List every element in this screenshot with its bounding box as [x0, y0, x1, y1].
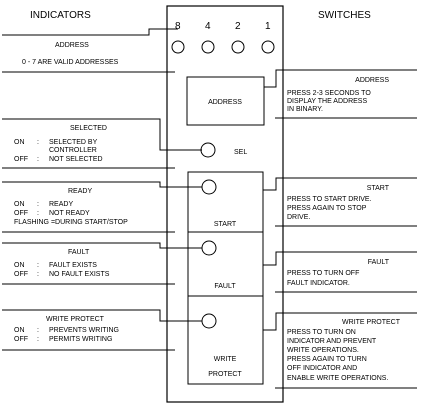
start-button[interactable] [187, 171, 264, 233]
write-protect-off-value: PERMITS WRITING [49, 336, 112, 343]
write-protect-indicator-title: WRITE PROTECT [46, 316, 105, 323]
fault-button[interactable] [187, 231, 264, 297]
fault-off-value: NO FAULT EXISTS [49, 271, 110, 278]
address-indicator-desc: 0 - 7 ARE VALID ADDRESSES [22, 59, 119, 66]
fault-indicator-leader [2, 242, 202, 249]
address-switch-line1: PRESS 2-3 SECONDS TO [287, 90, 371, 97]
ready-indicator-leader [2, 181, 202, 188]
address-bit-2-led [231, 40, 245, 54]
start-switch-line3: DRIVE. [287, 214, 310, 221]
fault-switch-line2: FAULT INDICATOR. [287, 280, 350, 287]
write-protect-on-key: ON [14, 327, 25, 334]
write-protect-off-key: OFF [14, 336, 28, 343]
selected-on-value-line1: SELECTED BY [49, 139, 98, 146]
address-bit-1-led [261, 40, 275, 54]
ready-led [201, 179, 217, 195]
address-button[interactable] [186, 76, 265, 126]
write-protect-on-value: PREVENTS WRITING [49, 327, 119, 334]
selected-led [200, 142, 216, 158]
write-protect-switch-line6: ENABLE WRITE OPERATIONS. [287, 375, 388, 382]
write-protect-led [201, 313, 217, 329]
address-switch-title: ADDRESS [355, 77, 389, 84]
write-protect-switch-leader [263, 312, 417, 331]
start-switch-line2: PRESS AGAIN TO STOP [287, 205, 367, 212]
selected-off-key: OFF [14, 156, 28, 163]
fault-off-key: OFF [14, 271, 28, 278]
bit-1-label: 1 [265, 21, 271, 32]
selected-off-value: NOT SELECTED [49, 156, 103, 163]
switches-header: SWITCHES [318, 10, 371, 21]
write-protect-indicator-leader [2, 309, 202, 322]
bit-8-label: 8 [175, 21, 181, 32]
write-protect-switch-line4: PRESS AGAIN TO TURN [287, 356, 367, 363]
fault-switch-title: FAULT [368, 259, 390, 266]
selected-off-sep: : [37, 156, 39, 163]
write-protect-on-sep: : [37, 327, 39, 334]
fault-on-value: FAULT EXISTS [49, 262, 97, 269]
ready-flashing-note: FLASHING =DURING START/STOP [14, 219, 128, 226]
fault-switch-line1: PRESS TO TURN OFF [287, 270, 359, 277]
fault-indicator-title: FAULT [68, 249, 90, 256]
fault-on-sep: : [37, 262, 39, 269]
address-bit-4-led [201, 40, 215, 54]
write-protect-button[interactable] [187, 295, 264, 385]
indicators-header: INDICATORS [30, 10, 91, 21]
write-protect-off-sep: : [37, 336, 39, 343]
fault-on-key: ON [14, 262, 25, 269]
fault-switch-leader [263, 251, 417, 266]
ready-on-sep: : [37, 201, 39, 208]
address-switch-line3: IN BINARY. [287, 106, 323, 113]
ready-indicator-title: READY [68, 188, 92, 195]
address-indicator-title: ADDRESS [55, 42, 89, 49]
ready-on-value: READY [49, 201, 73, 208]
ready-off-sep: : [37, 210, 39, 217]
fault-led [201, 240, 217, 256]
write-protect-switch-title: WRITE PROTECT [342, 319, 401, 326]
start-switch-line1: PRESS TO START DRIVE. [287, 196, 372, 203]
write-protect-switch-line3: WRITE OPERATIONS. [287, 347, 359, 354]
selected-on-value-line2: CONTROLLER [49, 147, 97, 154]
selected-on-key: ON [14, 139, 25, 146]
fault-button-label: FAULT [214, 283, 236, 290]
selected-indicator-leader [2, 118, 202, 151]
selected-on-sep: : [37, 139, 39, 146]
write-protect-button-label-line1: WRITE [214, 356, 237, 363]
selected-indicator-title: SELECTED [70, 125, 107, 132]
start-switch-leader [263, 177, 417, 191]
ready-off-value: NOT READY [49, 210, 90, 217]
write-protect-switch-line1: PRESS TO TURN ON [287, 329, 356, 336]
address-switch-line2: DISPLAY THE ADDRESS [287, 98, 367, 105]
write-protect-switch-line2: INDICATOR AND PREVENT [287, 338, 377, 345]
start-button-label: START [214, 221, 237, 228]
address-switch-leader [264, 69, 417, 88]
address-indicator-leader [2, 28, 178, 36]
bit-4-label: 4 [205, 21, 211, 32]
bit-2-label: 2 [235, 21, 241, 32]
address-button-label: ADDRESS [208, 99, 242, 106]
fault-off-sep: : [37, 271, 39, 278]
ready-off-key: OFF [14, 210, 28, 217]
start-switch-title: START [367, 185, 390, 192]
sel-label: SEL [234, 149, 247, 156]
address-bit-8-led [171, 40, 185, 54]
ready-on-key: ON [14, 201, 25, 208]
write-protect-button-label-line2: PROTECT [208, 371, 242, 378]
write-protect-switch-line5: OFF INDICATOR AND [287, 365, 357, 372]
